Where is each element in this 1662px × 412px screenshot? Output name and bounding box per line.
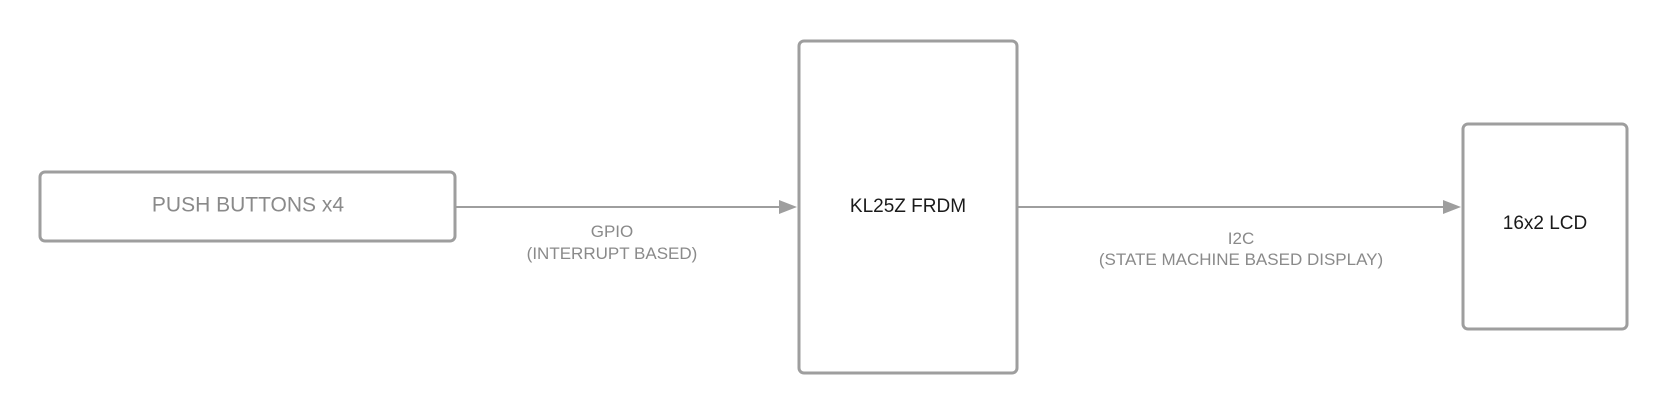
lcd-box[interactable] [1461, 122, 1629, 331]
arrowhead-icon [1443, 200, 1461, 214]
push-buttons-box[interactable] [38, 170, 457, 243]
node-lcd[interactable]: 16x2 LCD [1461, 122, 1629, 331]
lcd-label: 16x2 LCD [1503, 213, 1588, 234]
node-push-buttons[interactable]: PUSH BUTTONS x4 [38, 170, 457, 243]
edge-mcu-to-lcd: I2C (STATE MACHINE BASED DISPLAY) [1018, 200, 1461, 269]
edge-buttons-to-mcu: GPIO (INTERRUPT BASED) [456, 200, 797, 263]
edge-label-i2c-detail: (STATE MACHINE BASED DISPLAY) [1099, 250, 1383, 269]
node-mcu[interactable]: KL25Z FRDM [797, 39, 1019, 375]
arrowhead-icon [779, 200, 797, 214]
push-buttons-label: PUSH BUTTONS x4 [152, 194, 344, 217]
mcu-label: KL25Z FRDM [850, 196, 966, 217]
mcu-box[interactable] [797, 39, 1019, 375]
edge-label-gpio: GPIO [591, 222, 634, 241]
edge-label-gpio-detail: (INTERRUPT BASED) [527, 244, 698, 263]
edge-label-i2c: I2C [1228, 229, 1254, 248]
